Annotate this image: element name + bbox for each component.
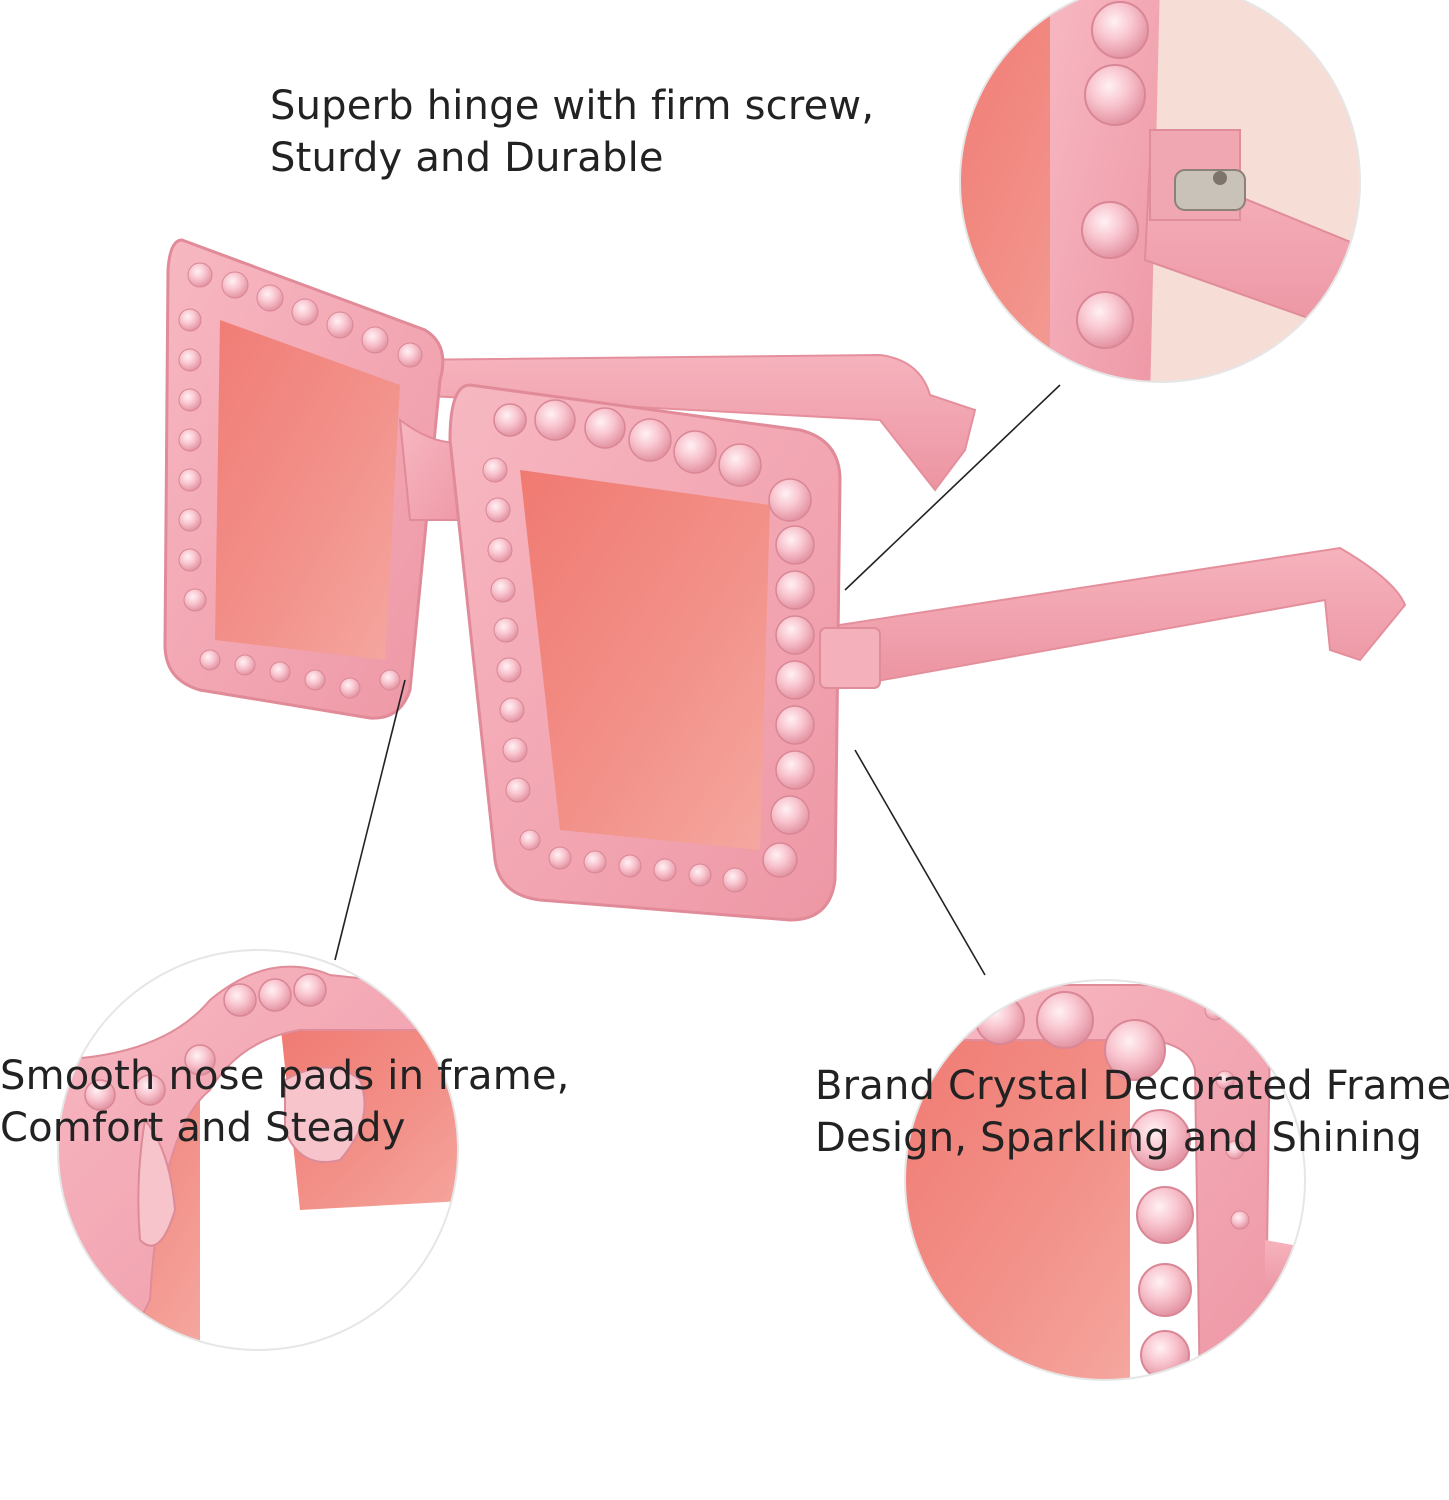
nose-pad	[284, 1066, 366, 1163]
rhinestone-column-right	[762, 525, 815, 878]
hinge-detail-circle	[959, 0, 1361, 383]
nose-pad-left	[137, 1117, 177, 1247]
rhinestone-row-bottom	[519, 829, 748, 893]
hinge-caption-line2: Sturdy and Durable	[270, 135, 664, 181]
nose-pads-caption: Smooth nose pads in frame, Comfort and S…	[0, 1050, 570, 1154]
nose-pads-caption-line2: Comfort and Steady	[0, 1105, 406, 1151]
nose-pad-detail-circle	[57, 949, 459, 1351]
rhinestone-column-left-of-right-lens	[482, 457, 531, 803]
nose-pads-caption-line1: Smooth nose pads in frame,	[0, 1053, 570, 1099]
leader-line-crystal	[854, 749, 986, 976]
leader-line-nose	[334, 679, 406, 961]
crystal-caption-line2: Design, Sparkling and Shining	[815, 1115, 1422, 1161]
sunglasses-main	[163, 238, 1407, 922]
front-temple-arm	[818, 546, 1407, 687]
crystal-caption: Brand Crystal Decorated Frame Design, Sp…	[815, 1060, 1449, 1164]
back-temple-arm	[393, 353, 977, 492]
crystal-detail-circle	[904, 979, 1306, 1381]
rhinestone-left-frame	[178, 262, 423, 699]
leader-lines	[334, 384, 1061, 976]
right-lens	[520, 470, 770, 850]
hinge-screw	[1174, 169, 1246, 211]
left-lens	[215, 320, 400, 660]
leader-line-hinge	[844, 384, 1061, 591]
crystal-caption-line1: Brand Crystal Decorated Frame	[815, 1063, 1449, 1109]
hinge-caption: Superb hinge with firm screw, Sturdy and…	[270, 80, 874, 184]
hinge-block	[819, 627, 881, 689]
hinge-caption-line1: Superb hinge with firm screw,	[270, 83, 875, 129]
rhinestone-row-top	[493, 399, 812, 522]
